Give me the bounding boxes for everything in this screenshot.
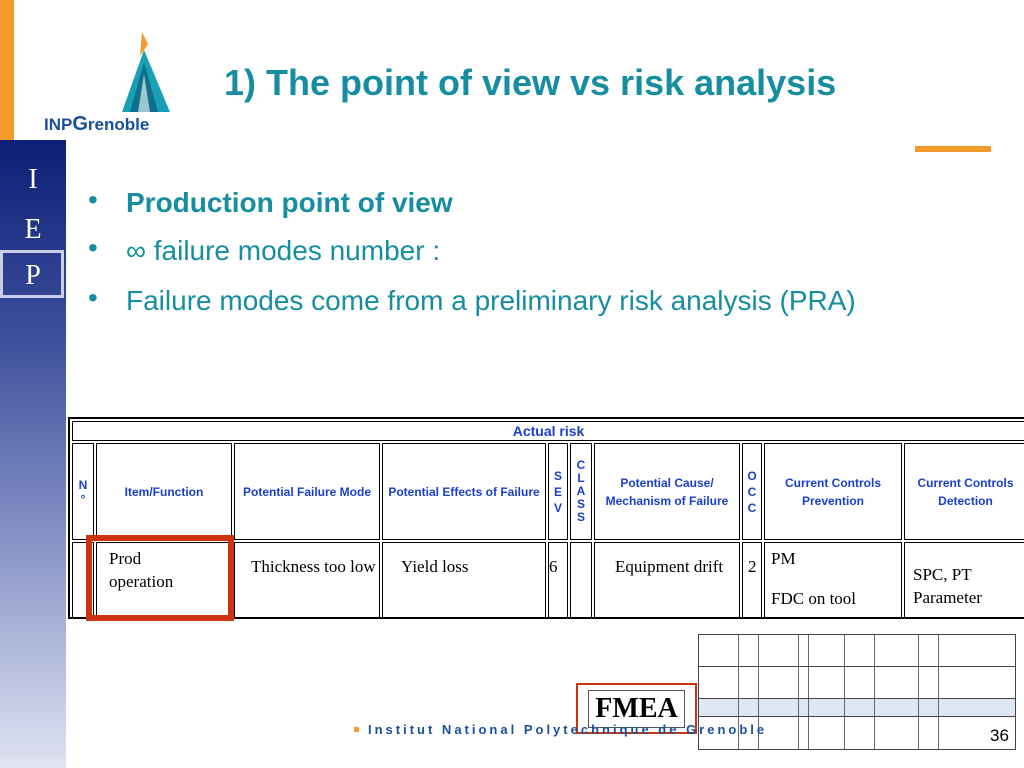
cell-failure-mode: Thickness too low — [234, 542, 380, 618]
cell-effects-text: Yield loss — [401, 557, 469, 576]
page-number: 36 — [990, 726, 1009, 745]
mini-fmea-table — [698, 634, 1016, 750]
header-failure-mode: Potential Failure Mode — [234, 443, 380, 540]
bullet-text: Production point of view — [126, 187, 453, 218]
logo-g: G — [72, 113, 88, 135]
sidebar-letter-p-frame — [0, 250, 64, 298]
footer-institution: Institut National Polytechnique de Greno… — [368, 722, 768, 737]
sidebar-letter-p: P — [25, 260, 41, 291]
cell-detection: SPC, PT Parameter — [904, 542, 1024, 618]
logo-triangle-icon — [122, 32, 170, 112]
fmea-table: Actual risk N ° Item/Function Potential … — [68, 417, 1024, 619]
fmea-label: FMEA — [588, 689, 685, 728]
header-sev: S E V — [548, 443, 568, 540]
cell-detection-text: SPC, PT Parameter — [913, 565, 982, 607]
mini-table-row — [699, 699, 1015, 717]
bullet-text: ∞ failure modes number : — [126, 235, 441, 266]
logo-rest: renoble — [87, 115, 150, 134]
cell-prevention: PM FDC on tool — [764, 542, 902, 618]
cell-occ: 2 — [742, 542, 762, 618]
bullet-marker: • — [88, 184, 98, 215]
cell-sev-text: 6 — [549, 557, 558, 576]
bullet-text: Failure modes come from a preliminary ri… — [126, 285, 856, 316]
bullet-marker: • — [88, 232, 98, 263]
mini-table-row — [699, 667, 1015, 699]
bullet-item: • ∞ failure modes number : — [88, 232, 440, 266]
mini-table-row — [699, 635, 1015, 667]
sidebar-letter-i: I — [28, 164, 38, 195]
logo-prefix: INP — [44, 115, 73, 134]
cell-cause: Equipment drift — [594, 542, 740, 618]
header-item-function: Item/Function — [96, 443, 232, 540]
bullet-marker: • — [88, 282, 98, 313]
slide-title: 1) The point of view vs risk analysis — [224, 62, 837, 103]
header-prevention: Current Controls Prevention — [764, 443, 902, 540]
logo-wordmark: INPGrenoble — [44, 113, 149, 136]
cell-occ-text: 2 — [748, 557, 757, 576]
cell-prevention-fdc: FDC on tool — [771, 589, 857, 608]
cell-mode-text: Thickness too low — [251, 557, 376, 576]
iep-sidebar: I E P — [0, 140, 66, 768]
cell-class — [570, 542, 592, 618]
header-number: N ° — [72, 443, 94, 540]
title-underline — [915, 146, 991, 152]
table-caption: Actual risk — [72, 421, 1024, 441]
fmea-label-box: FMEA — [576, 683, 697, 734]
orange-accent-stripe — [0, 0, 14, 140]
mini-table-row — [699, 717, 1015, 749]
header-class: C L A S S — [570, 443, 592, 540]
header-cause: Potential Cause/ Mechanism of Failure — [594, 443, 740, 540]
cell-effects: Yield loss — [382, 542, 546, 618]
footer-bullet-icon — [354, 727, 359, 732]
header-detection: Current Controls Detection — [904, 443, 1024, 540]
bullet-item: • Production point of view — [88, 184, 453, 218]
sidebar-letter-e: E — [24, 214, 42, 245]
highlight-box — [86, 535, 234, 621]
bullet-item: • Failure modes come from a preliminary … — [88, 282, 856, 316]
header-effects: Potential Effects of Failure — [382, 443, 546, 540]
cell-sev: 6 — [548, 542, 568, 618]
cell-number — [72, 542, 94, 618]
cell-item-text: Prod operation — [109, 549, 174, 591]
header-occ: O C C — [742, 443, 762, 540]
inp-grenoble-logo: INPGrenoble — [14, 0, 204, 140]
cell-cause-text: Equipment drift — [615, 557, 724, 576]
cell-prevention-pm: PM — [771, 549, 796, 568]
